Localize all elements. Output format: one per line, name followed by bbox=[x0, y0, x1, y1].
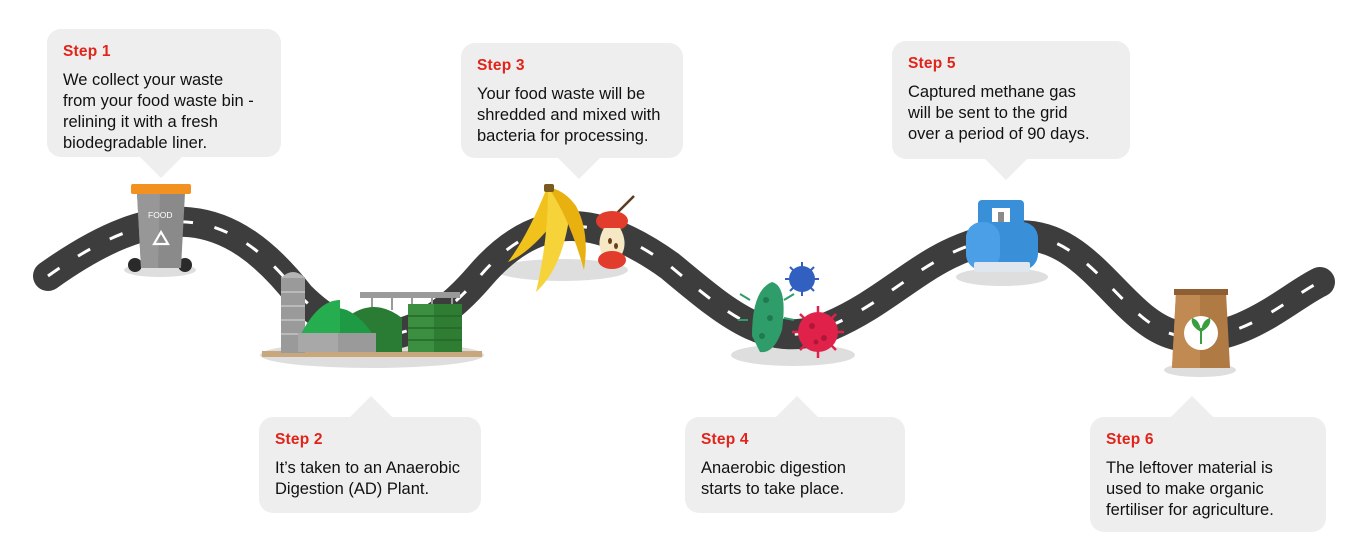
gas-cylinder-icon bbox=[966, 200, 1038, 272]
step-3-callout: Step 3 Your food waste will be shredded … bbox=[461, 43, 683, 179]
ad-plant-icon bbox=[262, 272, 482, 357]
banana-icon bbox=[508, 184, 586, 292]
step-5-title: Step 5 bbox=[908, 55, 956, 72]
fertiliser-bag-icon bbox=[1172, 289, 1230, 368]
step-6-text: The leftover material is used to make or… bbox=[1106, 459, 1274, 519]
food-bin-icon: FOOD bbox=[128, 184, 192, 272]
step-4-text: Anaerobic digestion starts to take place… bbox=[701, 459, 846, 498]
bin-label: FOOD bbox=[148, 210, 173, 220]
step-2-text: It’s taken to an Anaerobic Digestion (AD… bbox=[275, 459, 460, 498]
step-3-text: Your food waste will be shredded and mix… bbox=[477, 85, 661, 145]
step-1-title: Step 1 bbox=[63, 43, 111, 60]
step-5-text: Captured methane gas will be sent to the… bbox=[908, 83, 1090, 143]
step-4-title: Step 4 bbox=[701, 431, 749, 448]
step-4-callout: Step 4 Anaerobic digestion starts to tak… bbox=[685, 396, 905, 513]
step-6-callout: Step 6 The leftover material is used to … bbox=[1090, 396, 1326, 532]
bacteria-icon bbox=[738, 262, 844, 358]
step-1-text: We collect your waste from your food was… bbox=[63, 71, 254, 152]
step-6-title: Step 6 bbox=[1106, 431, 1154, 448]
step-1-callout: Step 1 We collect your waste from your f… bbox=[47, 29, 281, 178]
step-2-title: Step 2 bbox=[275, 431, 323, 448]
step-3-title: Step 3 bbox=[477, 57, 525, 74]
step-2-callout: Step 2 It’s taken to an Anaerobic Digest… bbox=[259, 396, 481, 513]
road bbox=[33, 206, 1335, 353]
apple-core-icon bbox=[596, 195, 635, 269]
recycle-icon bbox=[152, 229, 170, 246]
step-5-callout: Step 5 Captured methane gas will be sent… bbox=[892, 41, 1130, 180]
